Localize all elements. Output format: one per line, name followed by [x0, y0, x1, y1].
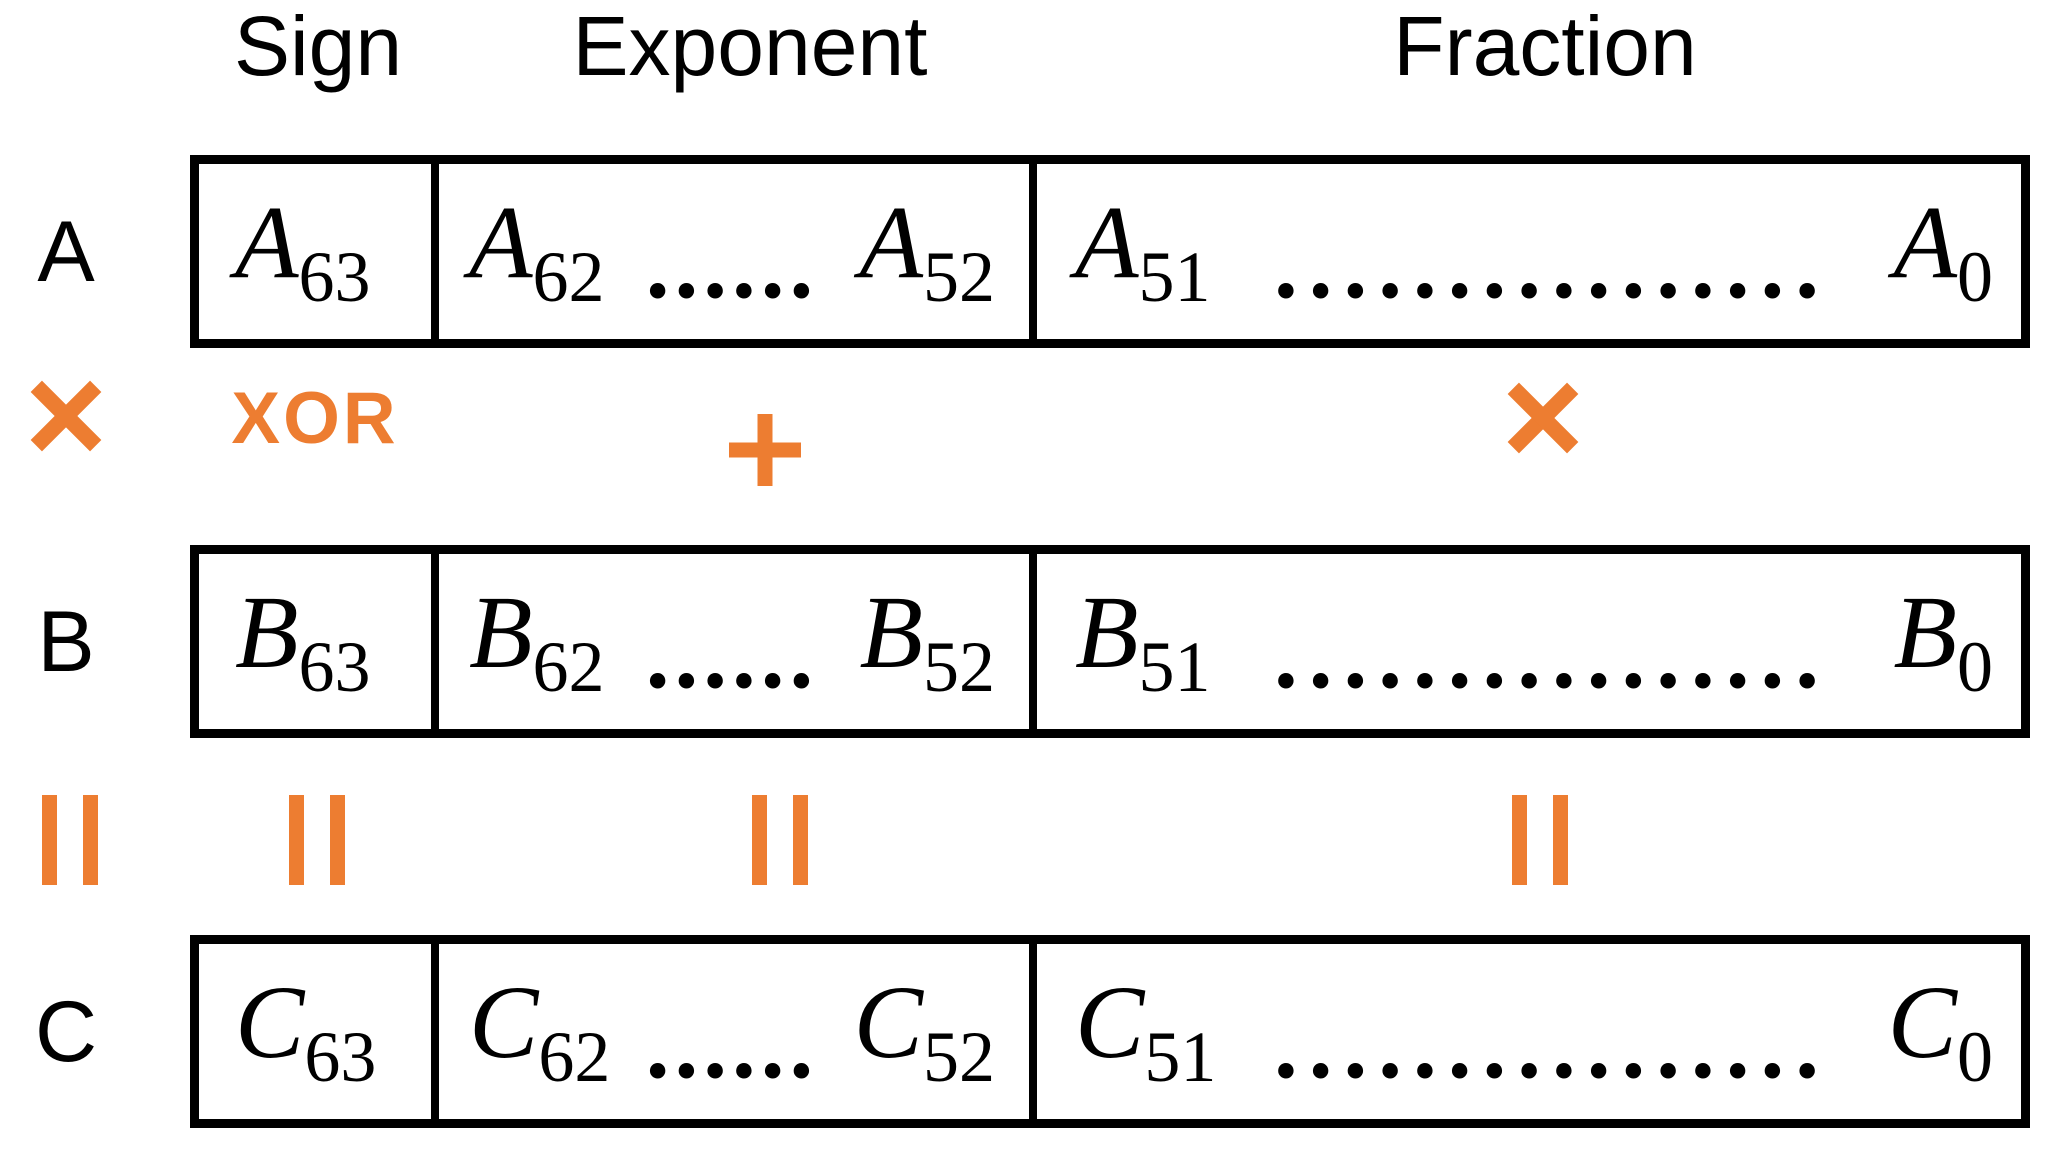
- bit-range-end: A52: [859, 184, 995, 317]
- equals-fraction-icon: [1512, 795, 1568, 885]
- sign-bit: B63: [235, 574, 371, 707]
- operand-a-register: A63 A62 ...... A52 A51 ................ …: [190, 155, 2030, 348]
- dots-ellipsis: ................: [1274, 602, 1830, 708]
- bit-range-end: A0: [1893, 184, 1993, 317]
- exponent-cell: B62 ...... B52: [439, 554, 1037, 729]
- bit-range-end: C52: [853, 964, 995, 1097]
- dots-ellipsis: ......: [645, 992, 819, 1098]
- bit-range-start: C62: [469, 964, 611, 1097]
- bit-range-start: B62: [469, 574, 605, 707]
- bit-range-start: A62: [469, 184, 605, 317]
- dots-ellipsis: ................: [1274, 992, 1830, 1098]
- bit-range-start: B51: [1075, 574, 1211, 707]
- fraction-cell: B51 ................ B0: [1037, 554, 2021, 729]
- operand-label-a: A: [37, 203, 95, 300]
- bit-range-end: B52: [859, 574, 995, 707]
- multiply-fraction-icon: [1512, 387, 1574, 449]
- column-header-exponent: Exponent: [572, 0, 928, 93]
- multiply-overall-icon: [35, 385, 97, 447]
- bit-range-end: B0: [1893, 574, 1993, 707]
- plus-operator-icon: [729, 414, 801, 486]
- sign-cell: C63: [199, 944, 439, 1119]
- column-header-sign: Sign: [233, 0, 403, 93]
- sign-cell: A63: [199, 164, 439, 339]
- column-header-fraction: Fraction: [1393, 0, 1697, 93]
- equals-sign-icon: [289, 795, 345, 885]
- operand-b-register: B63 B62 ...... B52 B51 ................ …: [190, 545, 2030, 738]
- sign-bit: C63: [235, 964, 377, 1097]
- exponent-cell: A62 ...... A52: [439, 164, 1037, 339]
- xor-operator: XOR: [231, 378, 399, 459]
- bit-range-end: C0: [1887, 964, 1993, 1097]
- equals-overall-icon: [42, 795, 98, 885]
- sign-cell: B63: [199, 554, 439, 729]
- operand-label-b: B: [37, 593, 95, 690]
- bit-range-start: C51: [1075, 964, 1217, 1097]
- fraction-cell: C51 ................ C0: [1037, 944, 2021, 1119]
- dots-ellipsis: ......: [645, 212, 819, 318]
- sign-bit: A63: [235, 184, 371, 317]
- operand-label-c: C: [34, 983, 98, 1080]
- equals-exponent-icon: [752, 795, 808, 885]
- dots-ellipsis: ................: [1274, 212, 1830, 318]
- fraction-cell: A51 ................ A0: [1037, 164, 2021, 339]
- result-c-register: C63 C62 ...... C52 C51 ................ …: [190, 935, 2030, 1128]
- exponent-cell: C62 ...... C52: [439, 944, 1037, 1119]
- bit-range-start: A51: [1075, 184, 1211, 317]
- dots-ellipsis: ......: [645, 602, 819, 708]
